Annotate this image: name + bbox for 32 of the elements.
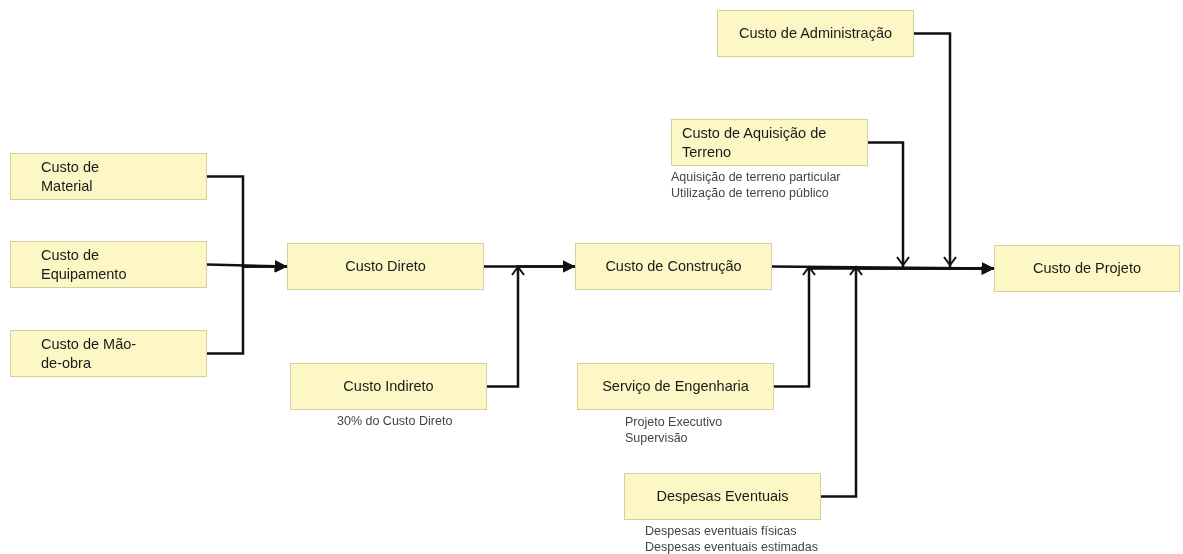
note-text: Despesas eventuais físicas bbox=[645, 524, 797, 540]
box-label: Custo de Material bbox=[41, 158, 101, 195]
note-text: Aquisição de terreno particular bbox=[671, 170, 841, 186]
box-label: Custo de Construção bbox=[605, 257, 742, 276]
box-label: Custo de Mão-de-obra bbox=[41, 335, 138, 372]
box-label: Serviço de Engenharia bbox=[602, 377, 749, 396]
box-label: Despesas Eventuais bbox=[656, 487, 789, 506]
arrow bbox=[487, 260, 575, 388]
arrow bbox=[207, 260, 287, 355]
process-box bbox=[10, 241, 207, 288]
process-box bbox=[290, 363, 487, 410]
note-text: Despesas eventuais estimadas bbox=[645, 540, 818, 554]
process-box bbox=[287, 243, 484, 290]
process-box bbox=[577, 363, 774, 410]
process-box bbox=[624, 473, 821, 520]
box-label: Custo de Aquisição de Terreno bbox=[682, 124, 828, 161]
box-label: Custo de Equipamento bbox=[41, 246, 128, 283]
note-text: Utilização de terreno público bbox=[671, 186, 829, 202]
process-box bbox=[10, 330, 207, 377]
box-label: Custo Indireto bbox=[343, 377, 434, 396]
box-label: Custo de Projeto bbox=[1033, 259, 1141, 278]
box-label: Custo de Administração bbox=[738, 24, 893, 43]
note-text: Supervisão bbox=[625, 431, 688, 447]
process-box bbox=[671, 119, 868, 166]
box-label: Custo Direto bbox=[345, 257, 426, 276]
arrow bbox=[914, 32, 994, 275]
process-box bbox=[717, 10, 914, 57]
process-box bbox=[10, 153, 207, 200]
process-box bbox=[575, 243, 772, 290]
note-text: 30% do Custo Direto bbox=[337, 414, 453, 430]
process-box bbox=[994, 245, 1180, 292]
note-text: Projeto Executivo bbox=[625, 415, 723, 431]
